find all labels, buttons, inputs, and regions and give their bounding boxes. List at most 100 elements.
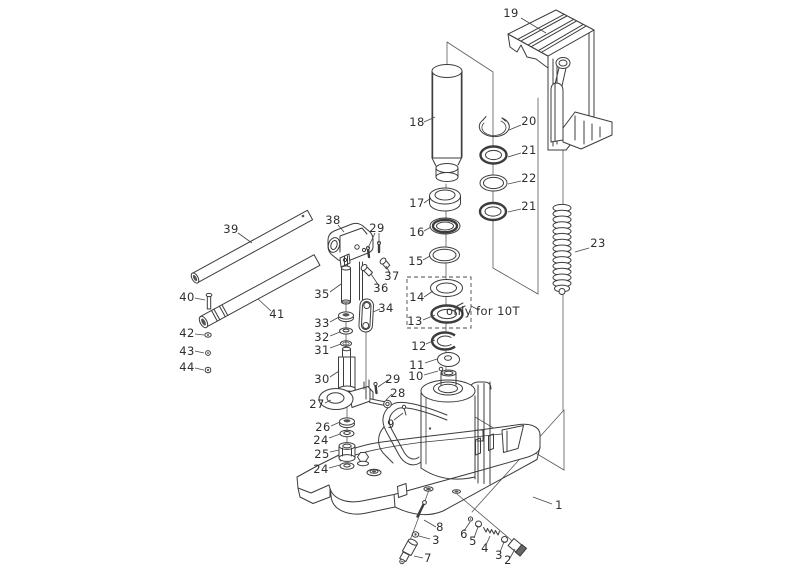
label-30: 30 [314,372,329,386]
label-36-leader-0 [370,273,380,287]
label-31: 31 [314,343,329,357]
label-28: 28 [390,386,405,400]
part-8-rod [416,502,426,518]
label-28-leader-0 [385,393,393,401]
label-43-leader-0 [194,350,205,354]
release-valve-group [399,500,427,565]
label-17-leader-0 [423,197,432,204]
label-23: 23 [590,236,605,250]
label-21b: 21 [521,199,536,213]
label-21a: 21 [521,143,536,157]
label-11: 11 [409,358,424,372]
note-only-for-10t-leader-0 [470,305,480,311]
label-1-leader-0 [532,496,553,505]
seal-stack-center [429,64,466,376]
part-19-lifting-head [507,9,613,151]
label-40-leader-0 [194,297,206,301]
part-29-pin-a [366,247,371,259]
part-18-ram-fill [432,69,462,159]
label-34: 34 [378,301,393,315]
label-39-leader-0 [237,232,253,244]
label-20: 20 [521,114,536,128]
label-24a: 24 [313,433,328,447]
label-44: 44 [179,360,194,374]
label-42-leader-0 [194,333,205,336]
part-29-pin-c [374,383,378,395]
head-toe-plate [562,111,613,150]
part-34-link [358,298,374,333]
label-24b: 24 [313,462,328,476]
label-42: 42 [179,326,194,340]
label-21b-leader-0 [507,208,522,213]
label-44-leader-0 [194,367,205,371]
label-17: 17 [409,196,424,210]
label-29a: 29 [369,221,384,235]
part-24-washer-b [339,462,355,470]
label-41-leader-0 [257,298,272,312]
label-33: 33 [314,316,329,330]
part-1-base [296,423,541,516]
label-3b-leader-0 [499,541,505,553]
label-14: 14 [409,290,424,304]
label-38-leader-0 [337,224,345,233]
label-3a: 3 [432,533,440,547]
label-29b: 29 [385,372,400,386]
label-29a-leader-0 [367,232,376,249]
label-10: 10 [408,369,423,383]
label-30-leader-0 [329,370,340,378]
label-8: 8 [436,520,444,534]
label-22-leader-0 [507,180,522,185]
label-36: 36 [373,281,388,295]
label-26-leader-0 [330,421,341,427]
assembly-lines [345,41,565,546]
part-21-o-ring-a [479,145,508,165]
label-31-leader-0 [329,343,342,349]
label-9-leader-0 [393,412,404,421]
label-6: 6 [460,527,468,541]
label-9: 9 [387,417,395,431]
label-6-leader-0 [463,521,471,532]
leader-layer [194,17,590,559]
label-23-leader-0 [574,247,590,253]
label-21a-leader-0 [507,152,522,158]
label-3a-leader-0 [418,535,431,540]
label-12: 12 [411,339,426,353]
label-38: 38 [325,213,340,227]
label-1: 1 [555,498,563,512]
label-5: 5 [469,534,477,548]
label-40: 40 [179,290,194,304]
label-2: 2 [504,553,512,567]
label-26: 26 [315,420,330,434]
label-35: 35 [314,287,329,301]
part-14-ring [430,279,463,297]
label-5-leader-0 [473,526,479,539]
label-13: 13 [407,314,422,328]
handle-tubes-group [190,209,321,374]
label-4-leader-0 [485,535,491,546]
label-27-leader-0 [324,399,332,404]
part-23-spring [552,203,572,295]
label-10-leader-0 [423,370,439,376]
label-8-leader-0 [423,519,437,528]
note-only-for-10t: only for 10T [446,304,520,318]
label-11-leader-0 [424,358,438,364]
label-4: 4 [481,541,489,555]
label-37-leader-0 [385,265,391,274]
oil-plug [357,452,369,462]
only-for-10t-box [406,276,472,329]
label-15-leader-0 [422,255,431,261]
label-7: 7 [424,551,432,565]
label-39: 39 [223,222,238,236]
label-24b-leader-0 [328,464,341,469]
label-16: 16 [409,225,424,239]
part-32-washer [339,327,353,335]
label-16-leader-0 [423,226,432,232]
part-24-washer-a [339,429,355,438]
label-14-leader-0 [423,290,434,298]
label-22: 22 [521,171,536,185]
label-12-leader-0 [425,339,436,345]
ring-stack-right [478,116,510,222]
part-28-clevis-pin [369,398,386,406]
part-20-snap-ring [478,117,510,138]
label-37: 37 [384,269,399,283]
